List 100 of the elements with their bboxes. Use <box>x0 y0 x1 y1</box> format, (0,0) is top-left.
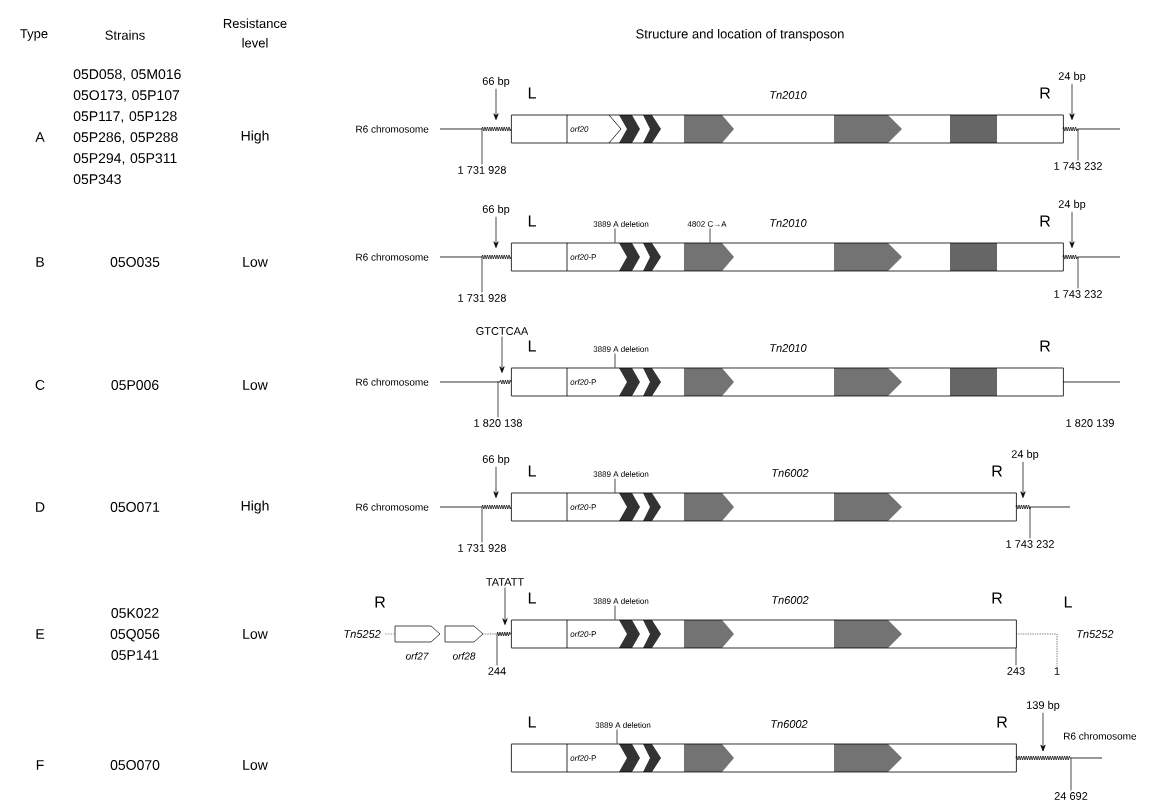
leader-line <box>1015 647 1017 666</box>
position-label: 24 bp <box>1011 449 1039 461</box>
gene-segment: orf20-P <box>566 743 596 773</box>
leader-line <box>499 336 505 373</box>
position-label: 1 731 928 <box>458 544 506 552</box>
strain-list: 05O070 <box>110 760 160 770</box>
type-label: C <box>35 380 45 390</box>
mutation-label: 3889 A deletion <box>593 221 649 227</box>
position-label: 1 820 139 <box>1066 419 1114 427</box>
type-label: D <box>36 502 45 512</box>
end-label: L <box>528 592 536 604</box>
position-label: 66 bp <box>482 204 510 216</box>
column-header: Structure and location of transposon <box>636 28 844 42</box>
chromosome-label: R6 chromosome <box>1064 732 1137 740</box>
resistance-level: Low <box>243 760 268 770</box>
mutation-label: 3889 A deletion <box>593 598 649 604</box>
transposon-name: Tn5252 <box>1077 630 1114 638</box>
strain-list: 05K022 05Q056 05P141 <box>110 608 160 660</box>
mutation-label: 3889 A deletion <box>593 471 649 477</box>
mutation-label: 4802 C→A <box>687 221 727 227</box>
end-label: L <box>528 465 536 477</box>
column-header: Resistance level <box>223 18 287 48</box>
gene-segment: orf20-P <box>566 492 596 522</box>
leader-line <box>481 128 483 165</box>
leader-line <box>496 633 498 666</box>
position-label: 243 <box>1007 667 1025 675</box>
position-label: 24 692 <box>1054 792 1088 800</box>
resistance-level: Low <box>243 629 268 639</box>
position-label: 139 bp <box>1027 700 1060 712</box>
leader-line <box>1029 506 1031 539</box>
position-label: 24 bp <box>1058 71 1086 83</box>
mutation-label: 3889 A deletion <box>595 722 651 728</box>
position-label: 24 bp <box>1058 199 1086 211</box>
position-label: 66 bp <box>482 454 510 466</box>
transposon-name: Tn6002 <box>772 469 809 477</box>
leader-line <box>493 466 499 498</box>
leader-line <box>1069 211 1075 248</box>
gene-name: orf27 <box>405 652 429 660</box>
type-label: A <box>35 132 45 142</box>
mutation-label: 3889 A deletion <box>593 346 649 352</box>
column-header: Strains <box>105 30 145 40</box>
end-label: L <box>528 87 536 99</box>
position-label: 1 731 928 <box>458 166 506 174</box>
strain-list: 05D058, 05M016 05O173, 05P107 05P117, 05P128 05P286, 05P288 05P294, 05P311 05P343 <box>73 69 181 185</box>
chromosome-label: R6 chromosome <box>356 378 429 386</box>
strain-list: 05P006 <box>111 380 159 390</box>
strain-list: 05O035 <box>110 257 160 267</box>
position-label: 1 743 232 <box>1054 290 1102 298</box>
transposon-name: Tn2010 <box>770 219 807 227</box>
leader-line <box>1016 633 1058 666</box>
leader-line <box>481 256 483 293</box>
type-label: F <box>36 760 44 770</box>
chromosome-label: R6 chromosome <box>356 125 429 133</box>
column-header: Type <box>20 29 48 41</box>
transposon-name: Tn6002 <box>772 596 809 604</box>
position-label: 66 bp <box>482 76 510 88</box>
leader-line <box>481 506 483 543</box>
leader-line <box>1077 256 1079 289</box>
gene-segment: orf20-P <box>566 367 596 397</box>
position-label: GTCTCAA <box>476 327 529 335</box>
end-label: R <box>1040 215 1051 227</box>
leader-line <box>497 381 499 418</box>
gene-segment: orf20 <box>566 114 622 144</box>
end-label: L <box>528 716 536 728</box>
end-label: L <box>1064 596 1072 608</box>
chromosome-label: R6 chromosome <box>356 503 429 511</box>
end-label: R <box>997 716 1008 728</box>
position-label: 1 731 928 <box>458 294 506 302</box>
position-label: TATATT <box>486 578 524 586</box>
strain-list: 05O071 <box>110 502 160 512</box>
position-label: 1 743 232 <box>1054 162 1102 170</box>
gene-name: orf28 <box>452 652 476 660</box>
chromosome-label: R6 chromosome <box>356 253 429 261</box>
transposon-name: Tn2010 <box>770 91 807 99</box>
gene-segment: orf20-P <box>566 619 596 649</box>
leader-line <box>1040 712 1046 752</box>
leader-line <box>1077 128 1079 161</box>
end-label: R <box>1040 340 1051 352</box>
end-label: L <box>528 215 536 227</box>
resistance-level: Low <box>243 257 268 267</box>
gene-segment: orf20-P <box>566 242 596 272</box>
leader-line <box>1070 757 1072 791</box>
end-label: R <box>375 596 386 608</box>
leader-line <box>1069 83 1075 120</box>
type-label: B <box>36 257 44 267</box>
position-label: 1 820 138 <box>474 419 522 427</box>
leader-line <box>502 587 508 625</box>
end-label: R <box>1040 87 1051 99</box>
leader-line <box>483 633 512 635</box>
position-label: 1 <box>1054 667 1060 675</box>
transposon-name: Tn5252 <box>344 630 381 638</box>
end-label: L <box>528 340 536 352</box>
end-label: R <box>992 592 1003 604</box>
type-label: E <box>36 629 45 639</box>
resistance-level: Low <box>243 380 268 390</box>
leader-line <box>1020 491 1026 498</box>
position-label: 244 <box>488 667 506 675</box>
transposon-name: Tn2010 <box>770 344 807 352</box>
resistance-level: High <box>241 130 269 144</box>
transposon-name: Tn6002 <box>771 720 808 728</box>
